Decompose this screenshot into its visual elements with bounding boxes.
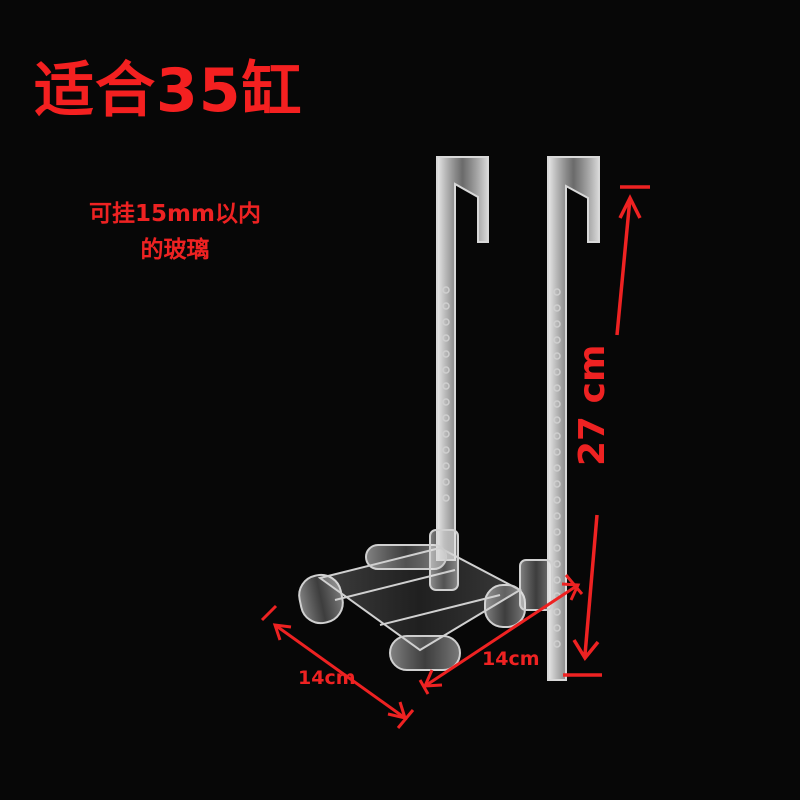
headline: 适合35缸 bbox=[34, 56, 303, 126]
right-upright bbox=[547, 156, 600, 681]
left-upright-holes bbox=[442, 286, 450, 502]
left-upright bbox=[436, 156, 489, 561]
height-label: 27 cm bbox=[572, 344, 613, 466]
width-dimension-arrow-left bbox=[260, 604, 415, 729]
glass-thickness-note: 可挂15mm以内 的玻璃 bbox=[50, 196, 300, 268]
right-upright-holes bbox=[553, 288, 561, 648]
width-label-left: 14cm bbox=[298, 667, 356, 689]
width-dimension-arrow-right bbox=[418, 574, 584, 695]
note-line-1: 可挂15mm以内 bbox=[89, 201, 261, 227]
height-dimension-arrow bbox=[563, 185, 650, 677]
base-tray bbox=[298, 529, 553, 671]
width-label-right: 14cm bbox=[482, 648, 540, 670]
note-line-2: 的玻璃 bbox=[140, 237, 210, 263]
